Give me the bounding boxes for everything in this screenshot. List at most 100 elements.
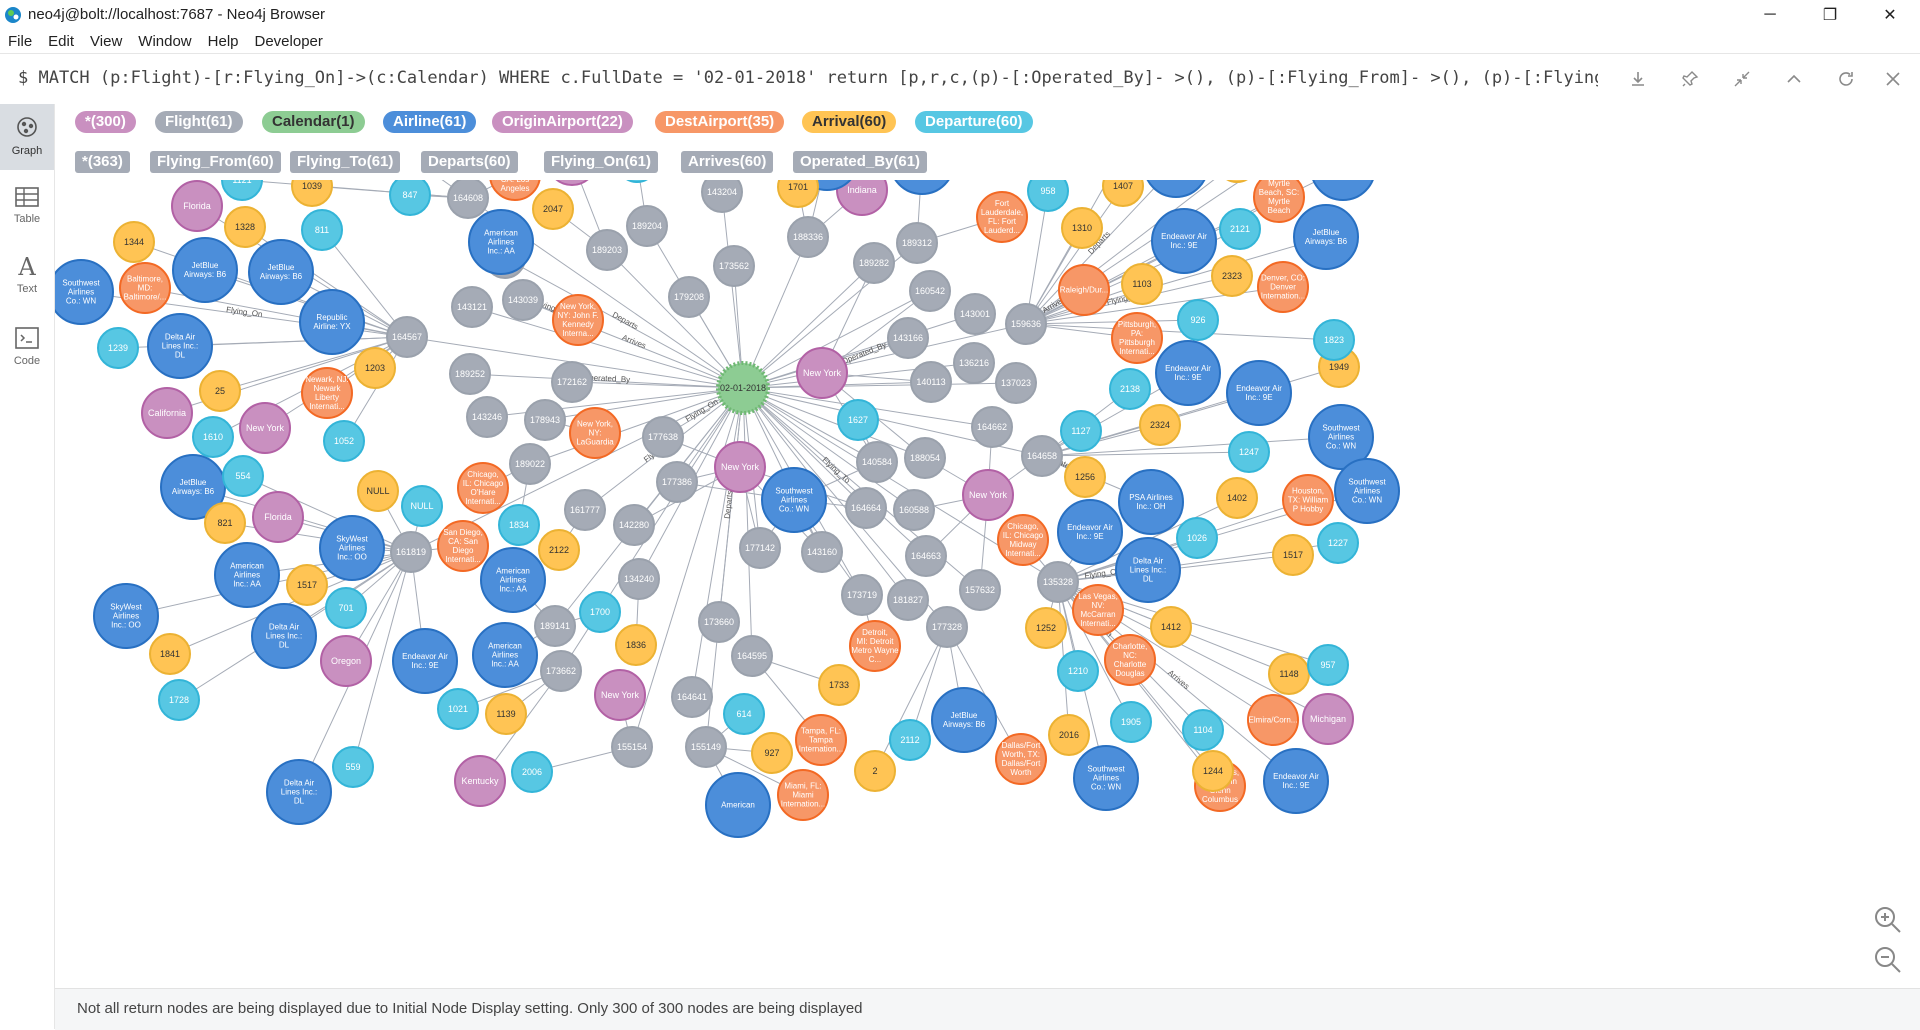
graph-node-flight[interactable]: 164608 xyxy=(447,180,489,219)
graph-node-arrival[interactable]: NULL xyxy=(357,470,399,512)
graph-node-flight[interactable]: 178943 xyxy=(524,399,566,441)
graph-node-airline[interactable]: American xyxy=(705,772,771,838)
node-circle[interactable] xyxy=(995,362,1037,404)
node-circle[interactable] xyxy=(713,245,755,287)
node-circle[interactable] xyxy=(354,347,396,389)
restore-button[interactable]: ❐ xyxy=(1822,6,1838,24)
node-circle[interactable] xyxy=(976,191,1028,243)
graph-node-flight[interactable]: 143160 xyxy=(801,531,843,573)
menu-edit[interactable]: Edit xyxy=(48,32,75,50)
node-circle[interactable] xyxy=(714,441,766,493)
node-circle[interactable] xyxy=(1037,561,1079,603)
node-circle[interactable] xyxy=(266,759,332,825)
graph-node-flight[interactable]: 189252 xyxy=(449,353,491,395)
graph-node-arrival[interactable]: 1103 xyxy=(1121,263,1163,305)
node-circle[interactable] xyxy=(856,441,898,483)
node-circle[interactable] xyxy=(611,726,653,768)
node-circle[interactable] xyxy=(837,399,879,441)
node-circle[interactable] xyxy=(1177,299,1219,341)
legend-rel-flying-to[interactable]: Flying_To(61) xyxy=(290,151,401,173)
graph-node-dest[interactable]: Elmira/Corn... xyxy=(1247,694,1299,746)
graph-node-flight[interactable]: 173662 xyxy=(540,650,582,692)
graph-node-flight[interactable]: 164664 xyxy=(845,487,887,529)
node-circle[interactable] xyxy=(997,514,1049,566)
node-circle[interactable] xyxy=(668,276,710,318)
graph-node-dest[interactable]: Pittsburgh,PA:PittsburghInternati... xyxy=(1111,312,1163,364)
graph-node-flight[interactable]: 155149 xyxy=(685,726,727,768)
node-circle[interactable] xyxy=(1072,584,1124,636)
graph-node-departure[interactable]: 1227 xyxy=(1317,522,1359,564)
graph-node-departure[interactable]: 554 xyxy=(222,455,264,497)
node-circle[interactable] xyxy=(319,515,385,581)
graph-node-flight[interactable]: 189203 xyxy=(586,229,628,271)
zoom-out-button[interactable] xyxy=(1868,940,1908,980)
node-circle[interactable] xyxy=(1048,714,1090,756)
graph-node-flight[interactable]: 189282 xyxy=(853,242,895,284)
menu-developer[interactable]: Developer xyxy=(254,32,323,50)
node-circle[interactable] xyxy=(1263,748,1329,814)
graph-node-arrival[interactable]: 2324 xyxy=(1139,404,1181,446)
node-circle[interactable] xyxy=(552,294,604,346)
graph-node-departure[interactable]: 614 xyxy=(723,693,765,735)
node-circle[interactable] xyxy=(141,387,193,439)
graph-node-flight[interactable]: 143121 xyxy=(451,286,493,328)
node-circle[interactable] xyxy=(1313,319,1355,361)
graph-node-arrival[interactable]: 1039 xyxy=(291,180,333,207)
legend-rel-departs[interactable]: Departs(60) xyxy=(421,151,518,173)
node-circle[interactable] xyxy=(701,180,743,213)
sidebar-item-text[interactable]: A Text xyxy=(0,244,54,310)
node-circle[interactable] xyxy=(685,726,727,768)
graph-node-origin[interactable]: Florida xyxy=(171,180,223,232)
node-circle[interactable] xyxy=(540,650,582,692)
relationship-edge[interactable] xyxy=(219,336,408,392)
node-circle[interactable] xyxy=(389,180,431,216)
graph-node-origin[interactable]: Kentucky xyxy=(454,755,506,807)
node-circle[interactable] xyxy=(1104,634,1156,686)
graph-node-dest[interactable]: Baltimore,MD:Baltimore/... xyxy=(119,262,171,314)
relationship-edge[interactable] xyxy=(742,236,809,389)
graph-node-flight[interactable]: 164567 xyxy=(386,316,428,358)
relationship-edge[interactable] xyxy=(1041,436,1342,457)
graph-node-arrival[interactable]: 1310 xyxy=(1061,207,1103,249)
relationship-edge[interactable] xyxy=(742,387,753,657)
graph-node-flight[interactable]: 189022 xyxy=(509,443,551,485)
node-circle[interactable] xyxy=(1272,534,1314,576)
relationship-edge[interactable] xyxy=(1025,185,1124,325)
graph-node-flight[interactable]: 157632 xyxy=(959,569,1001,611)
node-circle[interactable] xyxy=(887,317,929,359)
node-circle[interactable] xyxy=(1110,701,1152,743)
graph-node-departure[interactable]: 1610 xyxy=(192,416,234,458)
graph-node-origin[interactable]: New York xyxy=(714,441,766,493)
node-circle[interactable] xyxy=(787,216,829,258)
graph-node-flight[interactable]: 143001 xyxy=(954,293,996,335)
node-circle[interactable] xyxy=(147,313,213,379)
node-circle[interactable] xyxy=(1057,650,1099,692)
chevron-up-icon[interactable] xyxy=(1781,66,1807,92)
node-circle[interactable] xyxy=(854,750,896,792)
node-circle[interactable] xyxy=(468,209,534,275)
node-circle[interactable] xyxy=(1109,368,1151,410)
node-circle[interactable] xyxy=(1111,312,1163,364)
graph-node-dest[interactable]: Chicago,IL: ChicagoO'HareInternati... xyxy=(457,462,509,514)
graph-node-dest[interactable]: San Diego,CA: SanDiegoInternati... xyxy=(437,520,489,572)
graph-node-arrival[interactable]: 1256 xyxy=(1064,456,1106,498)
relationship-edge[interactable] xyxy=(742,262,875,389)
node-circle[interactable] xyxy=(761,467,827,533)
download-icon[interactable] xyxy=(1625,66,1651,92)
graph-node-departure[interactable]: 2112 xyxy=(889,719,931,761)
relationship-edge[interactable] xyxy=(742,313,976,389)
node-circle[interactable] xyxy=(1139,404,1181,446)
node-circle[interactable] xyxy=(93,583,159,649)
node-circle[interactable] xyxy=(1121,263,1163,305)
graph-node-arrival[interactable]: 2 xyxy=(854,750,896,792)
graph-node-departure[interactable]: 958 xyxy=(1027,180,1069,212)
relationship-edge[interactable] xyxy=(691,387,744,698)
